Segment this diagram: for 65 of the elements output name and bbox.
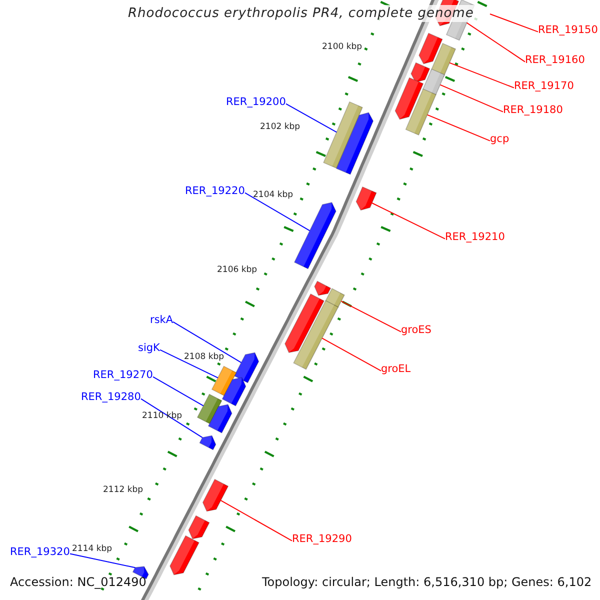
gene-label: RER_19280 <box>81 391 141 404</box>
gene-label: RER_19290 <box>292 533 352 546</box>
gene-block <box>405 88 437 136</box>
pointed-gene-block <box>199 435 216 450</box>
gene-label: RER_19180 <box>503 104 563 117</box>
scale-label: 2110 kbp <box>142 411 182 422</box>
scale-label: 2112 kbp <box>103 485 144 496</box>
pointed-gene-block <box>314 280 332 296</box>
gene-block <box>211 366 237 396</box>
gene-label: RER_19220 <box>185 185 245 198</box>
accession-text: Accession: NC_012490 <box>10 575 146 590</box>
gene-block <box>430 42 456 78</box>
pointed-gene-block <box>418 32 443 64</box>
leader-line <box>466 22 526 62</box>
scale-label: 2100 kbp <box>322 42 362 52</box>
gene-block <box>422 68 445 96</box>
pointed-gene-block <box>394 77 424 120</box>
pointed-gene-block <box>336 112 374 175</box>
gene-label: groES <box>401 324 432 337</box>
pointed-gene-block <box>234 352 260 384</box>
gene-block <box>196 394 222 424</box>
scale-label: 2102 kbp <box>260 122 300 132</box>
pointed-gene-block <box>356 186 377 211</box>
leader-line <box>152 376 204 406</box>
leader-line <box>340 300 402 332</box>
gene-label: groEL <box>381 363 411 376</box>
leader-line <box>490 14 538 32</box>
pointed-gene-block <box>410 62 430 83</box>
gene-label: RER_19200 <box>226 96 286 109</box>
leader-line <box>244 192 310 232</box>
pointed-gene-block <box>202 478 229 512</box>
gene-label: RER_19320 <box>10 546 70 559</box>
pointed-gene-block <box>294 202 336 270</box>
pointed-gene-block <box>222 377 246 406</box>
leader-line <box>286 103 338 133</box>
scale-label: 2108 kbp <box>184 352 224 362</box>
gene-block <box>323 101 363 169</box>
genome-info-text: Topology: circular; Length: 6,516,310 bp; Genes: 6,102 <box>262 575 592 590</box>
pointed-gene-block <box>208 404 232 434</box>
leader-line <box>372 202 446 240</box>
pointed-gene-block <box>284 293 325 353</box>
gene-label: rskA <box>150 314 174 327</box>
leader-line <box>220 500 292 542</box>
leader-line <box>172 321 242 364</box>
gene-label: RER_19160 <box>525 54 585 67</box>
gene-block <box>293 300 339 370</box>
leader-line <box>322 338 382 372</box>
leader-line <box>70 553 136 568</box>
gene-label: RER_19210 <box>445 231 505 244</box>
gene-label: RER_19150 <box>538 24 598 37</box>
gene-label: RER_19170 <box>514 80 574 93</box>
gene-label: gcp <box>490 133 510 146</box>
gene-block <box>325 288 345 308</box>
scale-label: 2106 kbp <box>217 265 258 276</box>
leader-line <box>449 62 514 88</box>
leader-line <box>140 398 203 438</box>
scale-label: 2104 kbp <box>253 190 294 200</box>
gene-label: RER_19270 <box>93 369 153 382</box>
scale-label: 2114 kbp <box>72 544 112 554</box>
pointed-gene-block <box>170 535 200 576</box>
leader-line <box>160 349 218 378</box>
gene-label: sigK <box>138 342 160 355</box>
leader-line <box>426 114 490 142</box>
leader-line <box>440 84 504 112</box>
pointed-gene-block <box>188 515 210 540</box>
